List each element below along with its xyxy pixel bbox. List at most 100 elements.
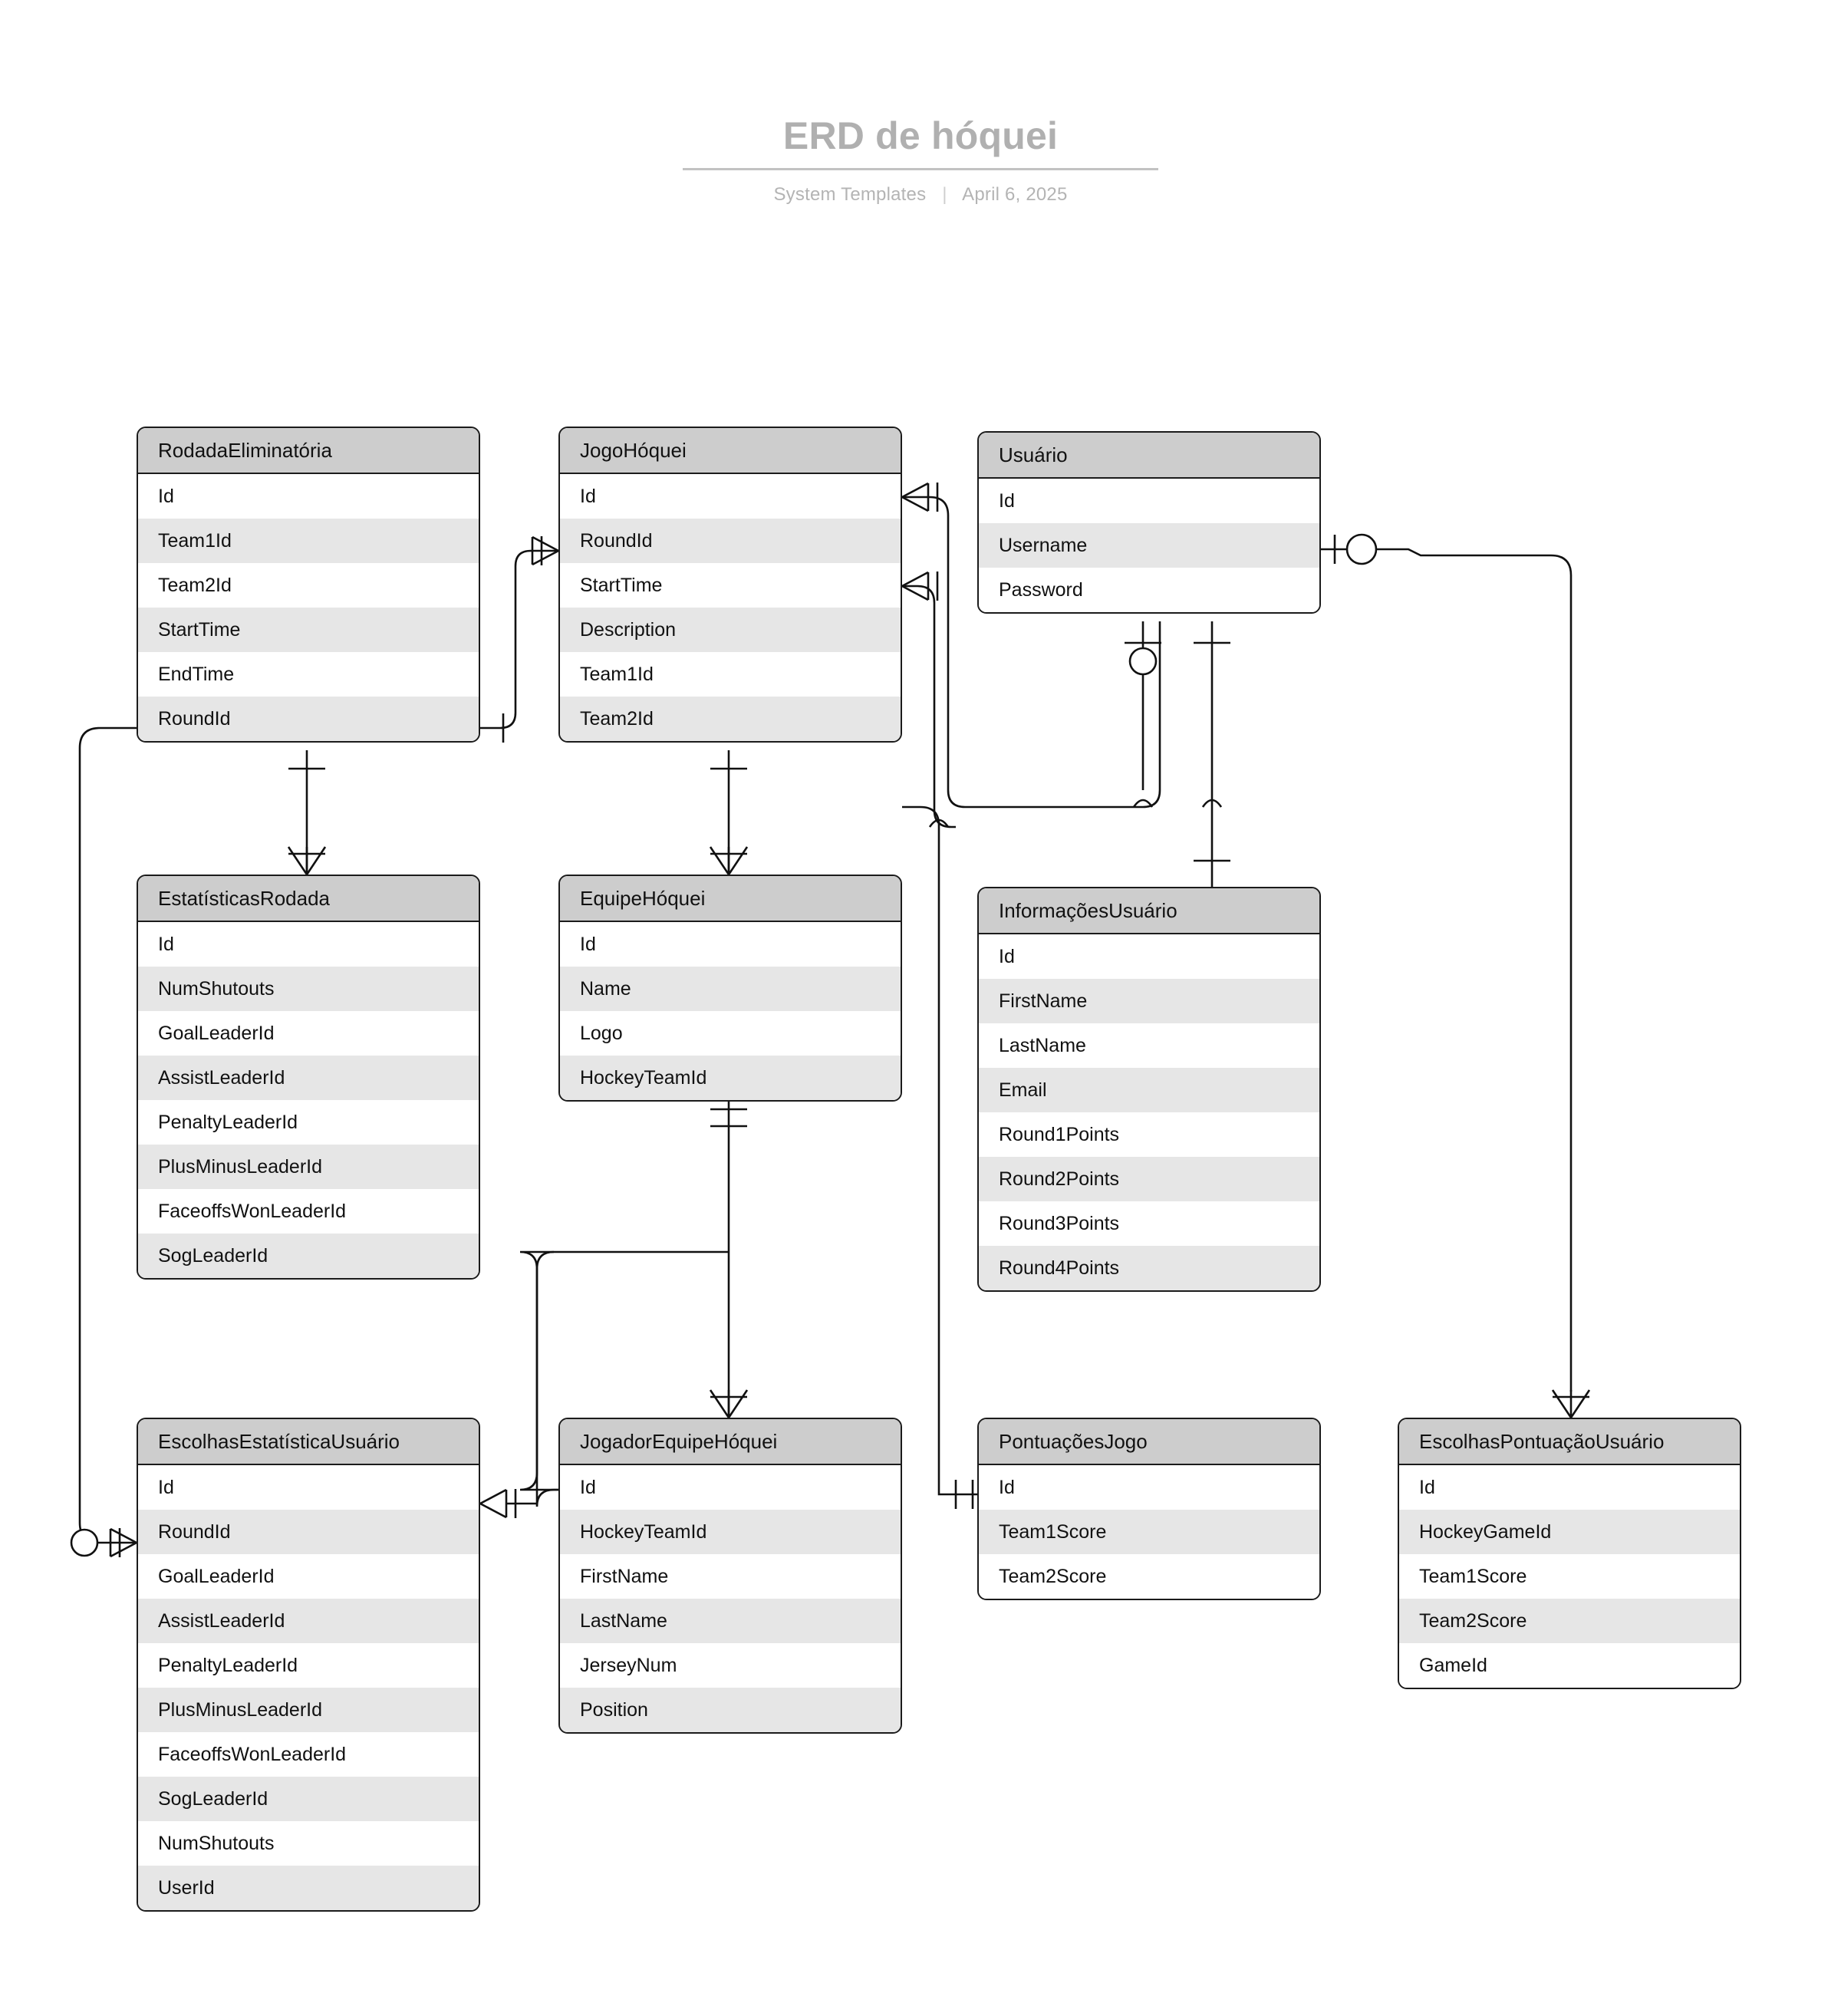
card-zero-escolhas-stats (70, 1528, 99, 1557)
attribute-row: HockeyTeamId (560, 1510, 901, 1554)
attribute-row: Id (979, 934, 1319, 979)
entity-usuario[interactable]: Usuário Id Username Password (977, 431, 1321, 614)
entity-title: JogoHóquei (560, 428, 901, 474)
attribute-row: Id (138, 922, 479, 967)
attribute-row: RoundId (560, 519, 901, 563)
attribute-row: Team2Score (1399, 1599, 1740, 1643)
attribute-row: JerseyNum (560, 1643, 901, 1688)
attribute-row: HockeyGameId (1399, 1510, 1740, 1554)
entity-title: EscolhasEstatísticaUsuário (138, 1419, 479, 1465)
attribute-row: FirstName (979, 979, 1319, 1023)
entity-title: RodadaEliminatória (138, 428, 479, 474)
attribute-row: PenaltyLeaderId (138, 1643, 479, 1688)
attribute-row: Id (979, 1465, 1319, 1510)
attribute-row: Email (979, 1068, 1319, 1112)
subtitle-source: System Templates (773, 184, 927, 205)
attribute-row: Position (560, 1688, 901, 1732)
attribute-row: HockeyTeamId (560, 1056, 901, 1100)
entity-pontuacoes-jogo[interactable]: PontuaçõesJogo Id Team1Score Team2Score (977, 1418, 1321, 1600)
link-rodada-jogo (480, 549, 558, 730)
attribute-row: PlusMinusLeaderId (138, 1145, 479, 1189)
line-hop-3 (928, 819, 950, 828)
attribute-row: StartTime (560, 563, 901, 608)
attribute-row: RoundId (138, 697, 479, 741)
attribute-row: Id (560, 922, 901, 967)
attribute-row: Team2Id (560, 697, 901, 741)
crowfoot-estatisticas (287, 846, 327, 875)
link-usuario-escolhas-pontuacao (1321, 548, 1573, 1392)
attribute-row: Team1Id (560, 652, 901, 697)
attribute-row: EndTime (138, 652, 479, 697)
card-zero-usuario-pontuacao (1345, 533, 1378, 565)
entity-title: InformaçõesUsuário (979, 888, 1319, 934)
crowfoot-equipe (709, 846, 749, 875)
attribute-row: PenaltyLeaderId (138, 1100, 479, 1145)
entity-jogo-hoquei[interactable]: JogoHóquei Id RoundId StartTime Descript… (558, 427, 902, 743)
entity-escolhas-estatistica-usuario[interactable]: EscolhasEstatísticaUsuário Id RoundId Go… (137, 1418, 480, 1912)
line-hop-1 (1132, 799, 1154, 808)
attribute-row: PlusMinusLeaderId (138, 1688, 479, 1732)
entity-estatisticas-rodada[interactable]: EstatísticasRodada Id NumShutouts GoalLe… (137, 875, 480, 1280)
attribute-row: AssistLeaderId (138, 1056, 479, 1100)
attribute-row: Password (979, 568, 1319, 612)
attribute-row: FirstName (560, 1554, 901, 1599)
entity-title: PontuaçõesJogo (979, 1419, 1319, 1465)
entity-rodada-eliminatoria[interactable]: RodadaEliminatória Id Team1Id Team2Id St… (137, 427, 480, 743)
attribute-row: Round2Points (979, 1157, 1319, 1201)
entity-title: EstatísticasRodada (138, 876, 479, 922)
attribute-row: LastName (560, 1599, 901, 1643)
entity-jogador-equipe-hoquei[interactable]: JogadorEquipeHóquei Id HockeyTeamId Firs… (558, 1418, 902, 1734)
attribute-row: Id (138, 1465, 479, 1510)
attribute-row: Team2Id (138, 563, 479, 608)
attribute-row: Name (560, 967, 901, 1011)
attribute-row: Team1Id (138, 519, 479, 563)
attribute-row: UserId (138, 1866, 479, 1910)
document-subtitle: System Templates | April 6, 2025 (0, 184, 1841, 206)
entity-escolhas-pontuacao-usuario[interactable]: EscolhasPontuaçãoUsuário Id HockeyGameId… (1398, 1418, 1741, 1689)
crowfoot-jogo-id (901, 482, 930, 512)
attribute-row: Description (560, 608, 901, 652)
crowfoot-escolhas-pontuacao (1551, 1389, 1591, 1418)
attribute-row: RoundId (138, 1510, 479, 1554)
attribute-row: SogLeaderId (138, 1234, 479, 1278)
card-zero-usuario-escolhas (1128, 647, 1158, 676)
attribute-row: NumShutouts (138, 1821, 479, 1866)
entity-title: JogadorEquipeHóquei (560, 1419, 901, 1465)
attribute-row: Team1Score (979, 1510, 1319, 1554)
attribute-row: Id (1399, 1465, 1740, 1510)
attribute-row: Logo (560, 1011, 901, 1056)
entity-equipe-hoquei[interactable]: EquipeHóquei Id Name Logo HockeyTeamId (558, 875, 902, 1102)
attribute-row: FaceoffsWonLeaderId (138, 1189, 479, 1234)
crowfoot-jogo-roundid (531, 535, 559, 566)
attribute-row: Team1Score (1399, 1554, 1740, 1599)
attribute-row: SogLeaderId (138, 1777, 479, 1821)
entity-title: EquipeHóquei (560, 876, 901, 922)
title-divider (683, 168, 1158, 170)
subtitle-separator: | (942, 184, 947, 205)
attribute-row: GoalLeaderId (138, 1011, 479, 1056)
attribute-row: Team2Score (979, 1554, 1319, 1599)
link-jogo-pontuacoes (902, 805, 977, 1496)
attribute-row: Round4Points (979, 1246, 1319, 1290)
attribute-row: NumShutouts (138, 967, 479, 1011)
page-title: ERD de hóquei (782, 114, 1059, 157)
entity-title: EscolhasPontuaçãoUsuário (1399, 1419, 1740, 1465)
attribute-row: Round3Points (979, 1201, 1319, 1246)
subtitle-date: April 6, 2025 (962, 184, 1068, 205)
attribute-row: Id (138, 474, 479, 519)
crowfoot-escolhas-left (479, 1488, 508, 1519)
entity-informacoes-usuario[interactable]: InformaçõesUsuário Id FirstName LastName… (977, 887, 1321, 1292)
document-header: ERD de hóquei System Templates | April 6… (0, 115, 1841, 206)
line-hop-2 (1201, 799, 1223, 808)
entity-title: Usuário (979, 433, 1319, 479)
attribute-row: Id (979, 479, 1319, 523)
attribute-row: Id (560, 474, 901, 519)
attribute-row: Round1Points (979, 1112, 1319, 1157)
attribute-row: FaceoffsWonLeaderId (138, 1732, 479, 1777)
link-jogo-usuario-2 (902, 585, 956, 828)
attribute-row: AssistLeaderId (138, 1599, 479, 1643)
crowfoot-jogo-starttime (901, 571, 930, 601)
attribute-row: LastName (979, 1023, 1319, 1068)
attribute-row: GameId (1399, 1643, 1740, 1688)
